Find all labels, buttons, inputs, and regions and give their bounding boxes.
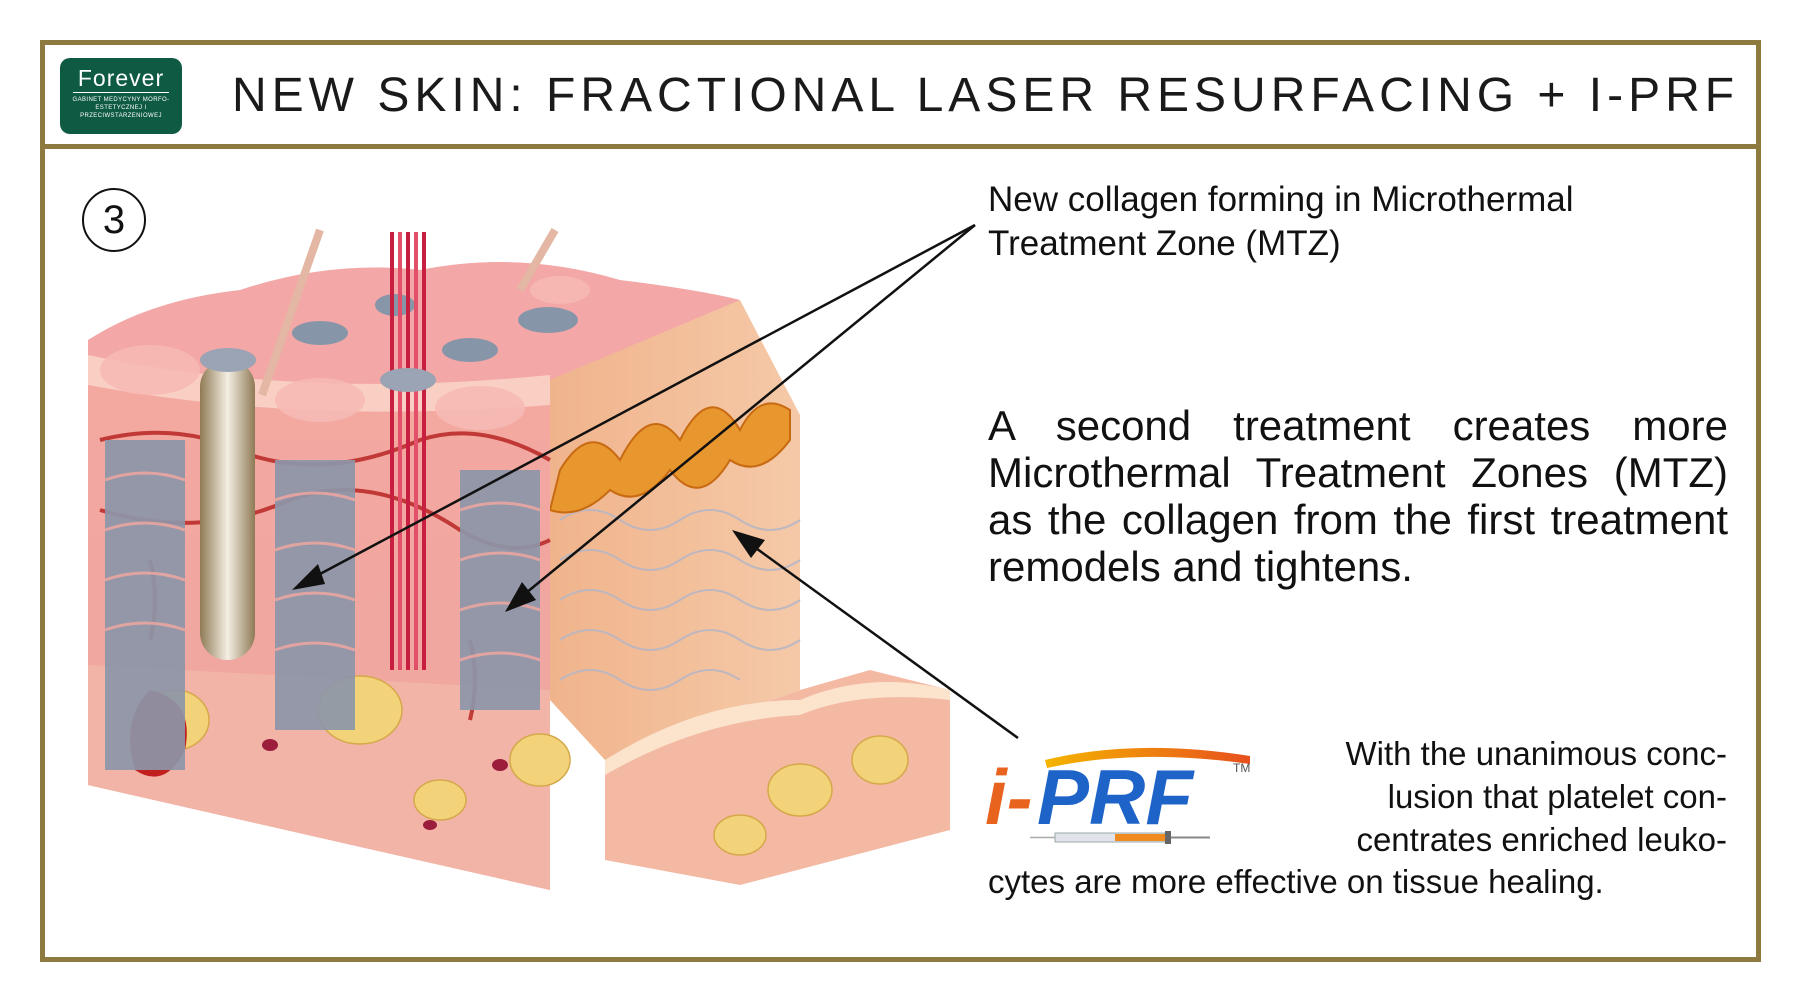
logo-subtitle: GABINET MEDYCYNY MORFO-ESTETYCZNEJ I PRZ… xyxy=(72,97,170,119)
mtz-stacks xyxy=(105,440,540,770)
page-title: NEW SKIN: FRACTIONAL LASER RESURFACING +… xyxy=(232,69,1740,122)
logo-name: Forever xyxy=(77,65,165,91)
mtz-column xyxy=(200,348,256,660)
header-bar xyxy=(45,45,1756,149)
vessel-dots xyxy=(262,739,508,830)
syringe-icon xyxy=(1030,831,1210,844)
arrowheads xyxy=(292,530,765,612)
iprf-description-part1: With the unanimous conc- lusion that pla… xyxy=(1345,735,1727,858)
iprf-description-part2: cytes are more effective on tissue heali… xyxy=(988,863,1604,900)
iprf-logo: i- PRF TM xyxy=(985,747,1250,844)
iprf-i-letter: i- xyxy=(985,753,1033,841)
laser-beams xyxy=(390,232,426,670)
callout-label: New collagen forming in Microthermal Tre… xyxy=(988,180,1574,263)
iprf-arc-icon xyxy=(1045,747,1250,768)
outer-frame xyxy=(40,40,1761,962)
forever-logo: Forever GABINET MEDYCYNY MORFO-ESTETYCZN… xyxy=(60,58,182,134)
top-pores xyxy=(292,294,578,362)
iprf-letters: PRF xyxy=(1037,753,1195,841)
logo-divider xyxy=(73,92,169,93)
iprf-tm: TM xyxy=(1233,761,1250,775)
pointer-lines xyxy=(304,223,1019,740)
step-number: 3 xyxy=(82,188,146,252)
main-description: A second treatment creates more Microthe… xyxy=(988,402,1728,590)
skin-side-face xyxy=(548,300,950,885)
